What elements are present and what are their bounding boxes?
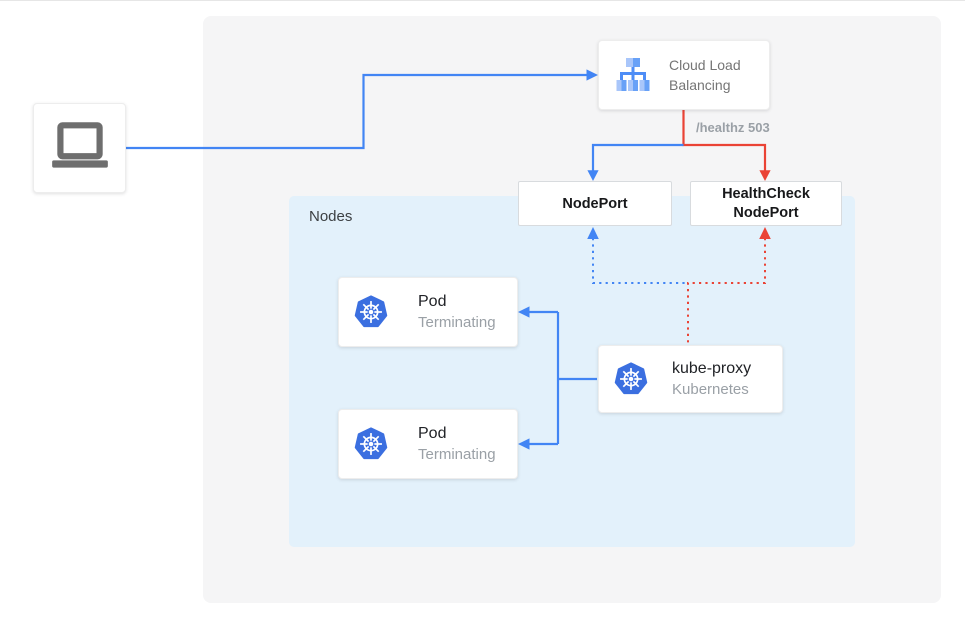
kubernetes-icon	[614, 362, 648, 395]
client-device-card	[33, 103, 126, 193]
pod-status: Terminating	[418, 314, 496, 331]
load-balancer-icon	[616, 58, 650, 91]
pod-title: Pod	[418, 293, 447, 310]
page-top-border	[0, 0, 965, 1]
healthz-503-label: /healthz 503	[696, 120, 770, 135]
pod-terminating-card-1: Pod Terminating	[338, 277, 518, 347]
cloud-load-balancing-label: Cloud Load Balancing	[669, 57, 741, 93]
nodeport-box: NodePort	[518, 181, 672, 226]
healthcheck-nodeport-box: HealthCheck NodePort	[690, 181, 842, 226]
nodes-group-label: Nodes	[309, 208, 353, 225]
kube-proxy-card: kube-proxy Kubernetes	[598, 345, 783, 413]
pod-status: Terminating	[418, 446, 496, 463]
laptop-icon	[51, 122, 108, 168]
kube-proxy-subtitle: Kubernetes	[672, 381, 749, 398]
kube-proxy-title: kube-proxy	[672, 360, 752, 377]
kubernetes-icon	[354, 427, 388, 460]
kubernetes-icon	[354, 295, 388, 328]
healthcheck-nodeport-label: HealthCheck NodePort	[722, 185, 810, 221]
cloud-load-balancing-card: Cloud Load Balancing	[598, 40, 770, 110]
pod-title: Pod	[418, 425, 447, 442]
pod-terminating-card-2: Pod Terminating	[338, 409, 518, 479]
nodeport-label: NodePort	[562, 195, 628, 212]
